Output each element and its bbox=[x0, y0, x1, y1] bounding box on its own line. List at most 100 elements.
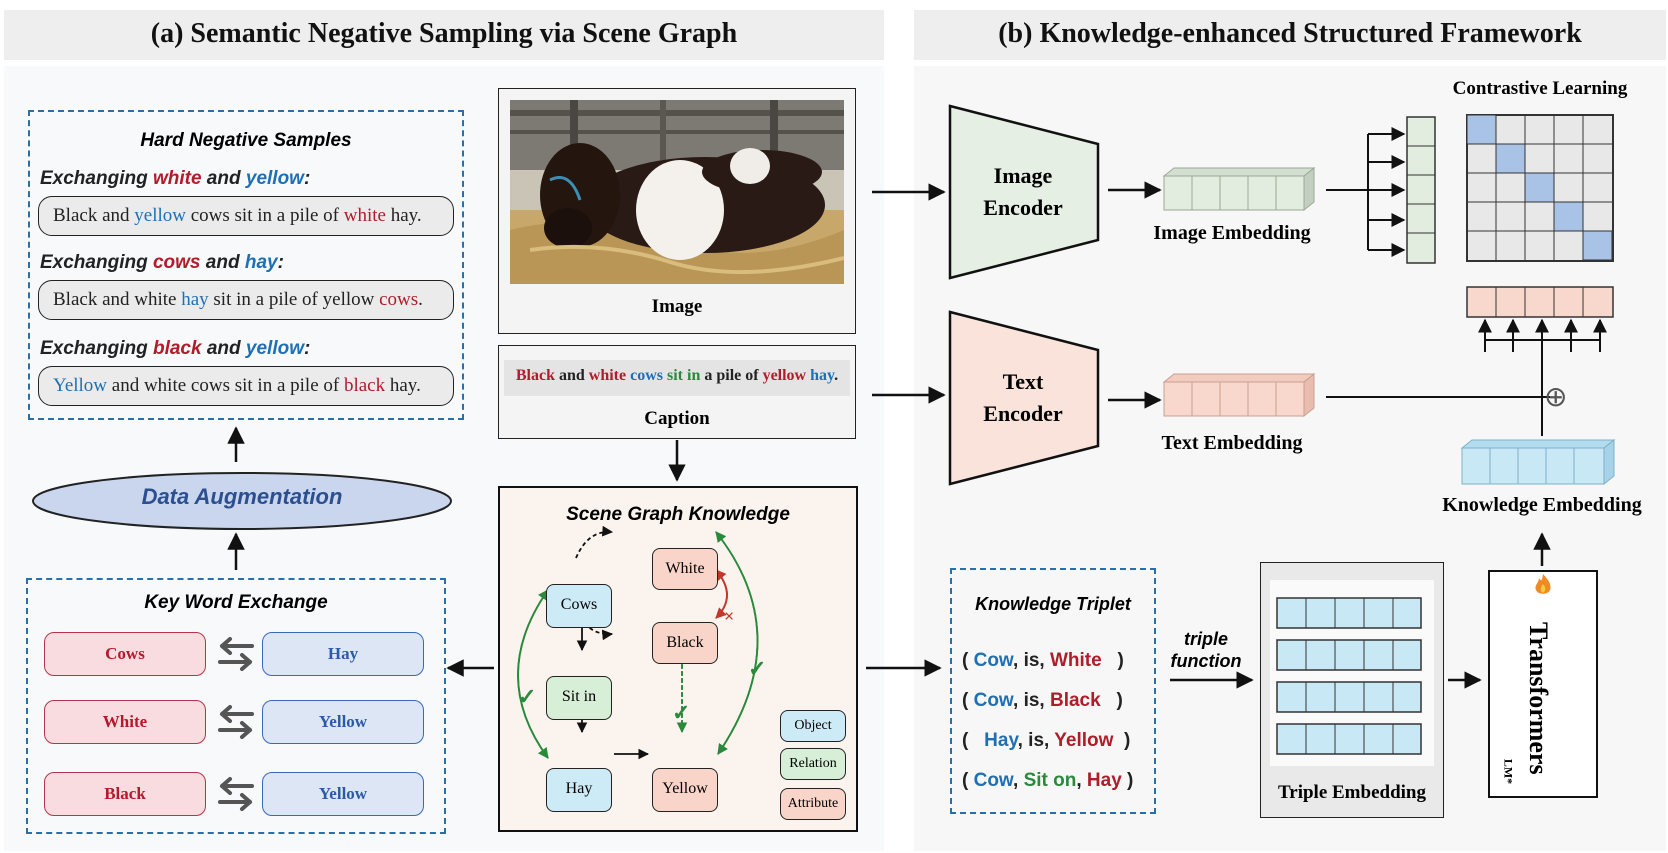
keyword-left-2: White bbox=[44, 700, 206, 744]
triplet-row-2: ( Cow, is, Black ) bbox=[962, 690, 1123, 712]
hard-negatives-box bbox=[28, 110, 464, 420]
transformers-label: Transformers bbox=[1524, 622, 1553, 775]
triple-embedding-grid bbox=[1276, 597, 1422, 755]
text-embedding-bar bbox=[1162, 372, 1316, 418]
keyword-right-3: Yellow bbox=[262, 772, 424, 816]
swap-icon-1 bbox=[218, 637, 254, 671]
image-embedding-bar bbox=[1162, 166, 1316, 212]
text-segment: hay bbox=[244, 252, 278, 273]
text-segment: hay bbox=[181, 289, 209, 310]
node-black: Black bbox=[652, 622, 718, 664]
text-encoder-label: Text Encoder bbox=[983, 369, 1063, 426]
legend-object: Object bbox=[780, 710, 846, 742]
text-segment: ) bbox=[1100, 690, 1123, 711]
text-segment: . bbox=[418, 289, 423, 310]
text-segment: ) bbox=[1101, 650, 1124, 671]
keyword-exchange-box bbox=[26, 578, 446, 834]
caption-strip bbox=[504, 360, 850, 396]
keyword-exchange-title: Key Word Exchange bbox=[144, 592, 328, 613]
text-segment: and white cows sit in a pile of bbox=[107, 375, 344, 396]
text-segment: cows bbox=[152, 252, 201, 273]
panel-a-title: (a) Semantic Negative Sampling via Scene… bbox=[4, 10, 884, 60]
text-segment: sit in bbox=[667, 367, 701, 384]
text-segment: and bbox=[200, 252, 245, 273]
text-segment: : bbox=[303, 168, 311, 189]
flame-icon bbox=[1535, 574, 1551, 594]
text-segment: . bbox=[834, 367, 839, 384]
text-embedding-label: Text Embedding bbox=[1161, 432, 1303, 454]
text-segment: ( bbox=[962, 650, 974, 671]
triplet-row-1: ( Cow, is, White ) bbox=[962, 650, 1124, 672]
text-segment: ( bbox=[962, 690, 974, 711]
negative-group-3-sentence: Yellow and white cows sit in a pile of b… bbox=[38, 366, 454, 406]
node-hay: Hay bbox=[546, 768, 612, 812]
image-embedding-label: Image Embedding bbox=[1153, 222, 1311, 244]
keyword-right-1: Hay bbox=[262, 632, 424, 676]
text-encoder-shape bbox=[948, 310, 1100, 486]
triplet-row-3: ( Hay, is, Yellow ) bbox=[962, 730, 1130, 752]
image-encoder-shape bbox=[948, 104, 1100, 280]
swap-icon-2 bbox=[218, 705, 254, 739]
text-segment: : bbox=[303, 338, 311, 359]
text-segment: yellow bbox=[134, 205, 186, 226]
text-segment: Cow bbox=[973, 650, 1014, 671]
node-cows: Cows bbox=[546, 584, 612, 628]
caption-text: Black and white cows sit in a pile of ye… bbox=[504, 367, 850, 385]
text-segment: and bbox=[554, 367, 589, 384]
text-segment: yellow bbox=[762, 367, 807, 384]
legend-relation: Relation bbox=[780, 748, 846, 780]
node-yellow: Yellow bbox=[652, 768, 718, 812]
text-segment: Sit on bbox=[1023, 770, 1077, 791]
hard-negatives-title: Hard Negative Samples bbox=[140, 130, 352, 151]
text-segment: ) bbox=[1121, 770, 1134, 791]
text-segment: cows bbox=[379, 289, 419, 310]
triplet-row-4: ( Cow, Sit on, Hay ) bbox=[962, 770, 1133, 792]
text-segment: Hay bbox=[984, 730, 1018, 751]
text-segment: yellow bbox=[245, 338, 304, 359]
text-segment: white bbox=[588, 367, 627, 384]
cow-photo bbox=[510, 100, 844, 284]
text-segment: hay bbox=[810, 367, 835, 384]
text-segment: cows bbox=[630, 367, 663, 384]
contrastive-matrix bbox=[1466, 114, 1614, 262]
text-segment: white bbox=[343, 205, 386, 226]
transformers-box bbox=[1488, 570, 1598, 798]
text-segment: Hay bbox=[1086, 770, 1122, 791]
node-white: White bbox=[652, 548, 718, 590]
negative-group-2-header: Exchanging cows and hay: bbox=[40, 252, 284, 274]
image-embedding-column bbox=[1406, 116, 1436, 264]
text-segment: hay. bbox=[385, 205, 422, 226]
text-segment: Black and bbox=[53, 205, 135, 226]
text-segment: , bbox=[1013, 770, 1024, 791]
text-segment: Black bbox=[1049, 690, 1101, 711]
text-segment: ( bbox=[962, 770, 974, 791]
text-segment: Black and white bbox=[53, 289, 182, 310]
text-segment: Exchanging bbox=[40, 168, 153, 189]
text-segment: Cow bbox=[973, 770, 1014, 791]
check-mark-left: ✓ bbox=[518, 684, 537, 709]
text-segment: Cow bbox=[973, 690, 1014, 711]
knowledge-triplet-box bbox=[950, 568, 1156, 814]
text-segment: , bbox=[1076, 770, 1087, 791]
negative-group-2-sentence: Black and white hay sit in a pile of yel… bbox=[38, 280, 454, 320]
contrastive-learning-title: Contrastive Learning bbox=[1452, 78, 1628, 99]
transformers-sub-label: LM* bbox=[1501, 758, 1516, 785]
knowledge-embedding-bar bbox=[1460, 438, 1616, 486]
image-encoder-label: Image Encoder bbox=[983, 163, 1063, 220]
swap-icon-3 bbox=[218, 777, 254, 811]
negative-group-3-header: Exchanging black and yellow: bbox=[40, 338, 310, 360]
triple-function-label: triple function bbox=[1170, 629, 1242, 671]
text-segment: Exchanging bbox=[40, 338, 153, 359]
scene-graph-title: Scene Graph Knowledge bbox=[566, 504, 790, 525]
keyword-right-2: Yellow bbox=[262, 700, 424, 744]
text-segment: white bbox=[152, 168, 202, 189]
node-sit-in: Sit in bbox=[546, 676, 612, 720]
text-segment: and bbox=[201, 168, 246, 189]
text-segment: Yellow bbox=[1054, 730, 1114, 751]
negative-group-1-sentence: Black and yellow cows sit in a pile of w… bbox=[38, 196, 454, 236]
text-segment: Black bbox=[515, 367, 555, 384]
text-segment: cows sit in a pile of bbox=[185, 205, 344, 226]
plus-symbol: ⊕ bbox=[1544, 382, 1568, 413]
text-segment: sit in a pile of yellow bbox=[208, 289, 380, 310]
